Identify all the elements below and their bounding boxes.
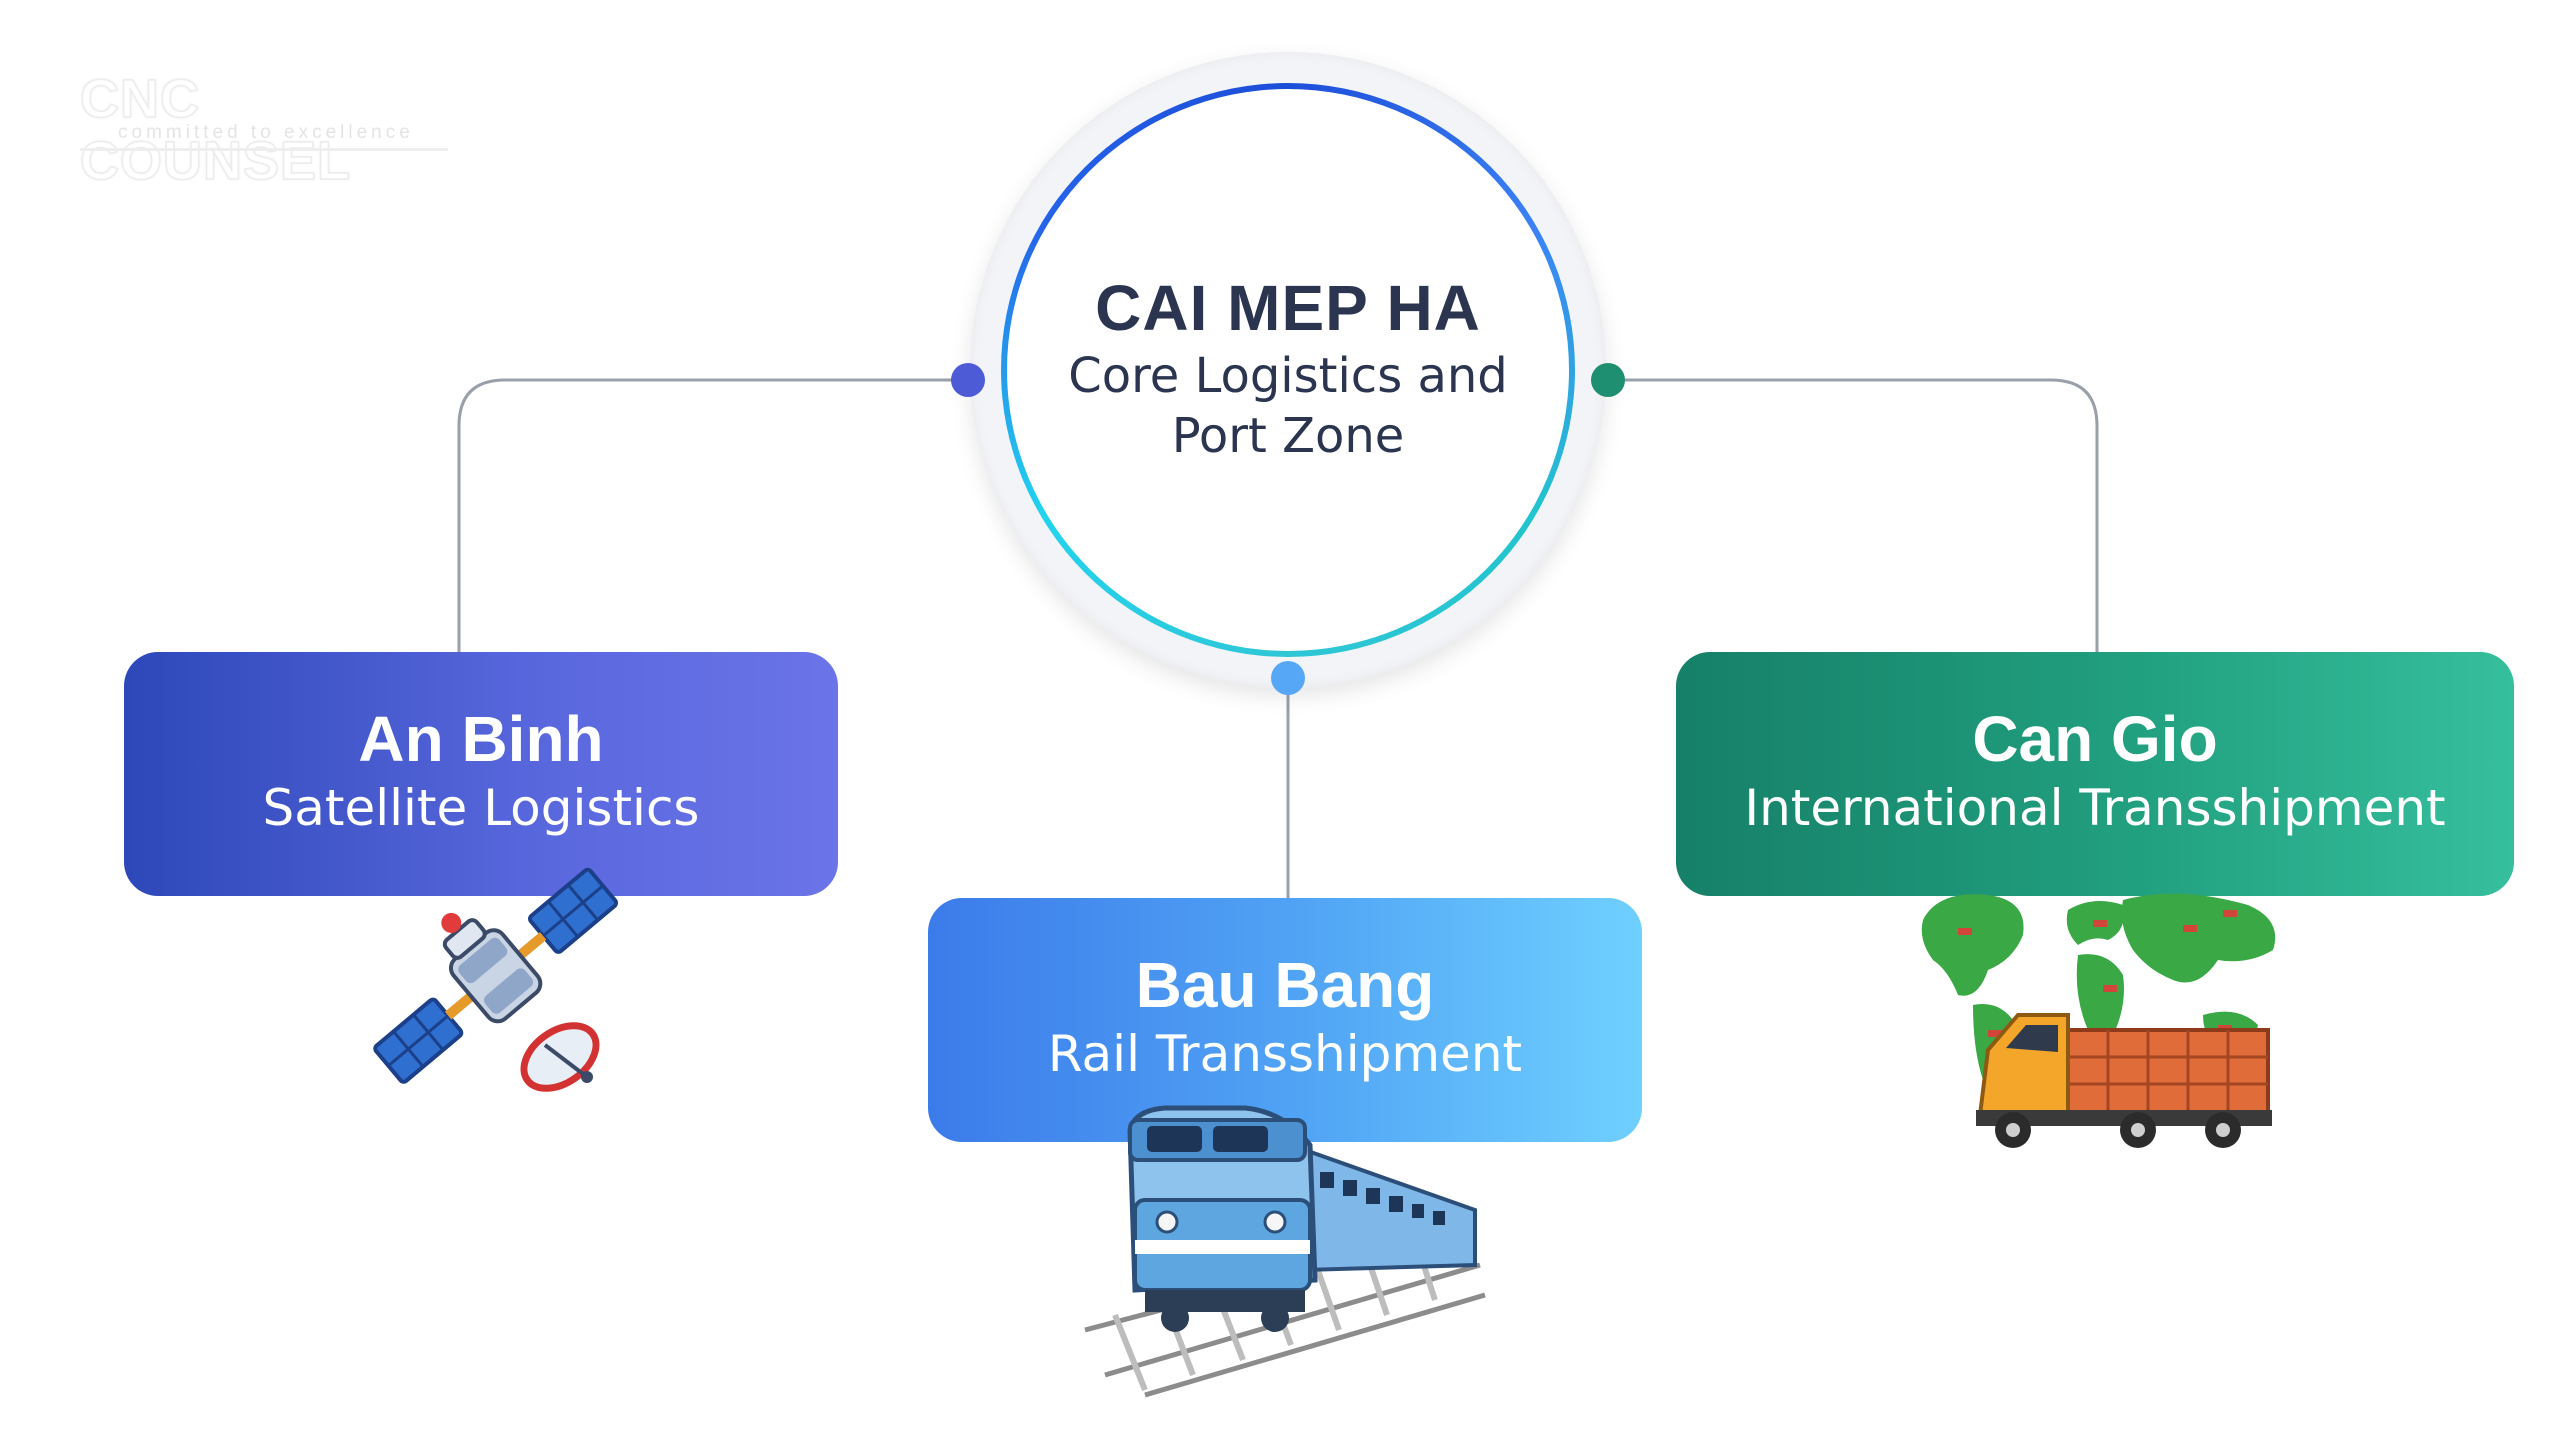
- truck-world-map-icon: [1921, 893, 2276, 1148]
- watermark-underline: [80, 148, 448, 151]
- node-card-an-binh: An Binh Satellite Logistics: [124, 652, 838, 896]
- watermark-brand: CNC COUNSEL: [79, 68, 352, 192]
- satellite-icon: [373, 867, 619, 1092]
- center-hub-label: CAI MEP HA Core Logistics and Port Zone: [1007, 270, 1569, 466]
- center-title: CAI MEP HA: [1095, 272, 1481, 344]
- connector-left: [457, 378, 968, 652]
- node-title: Can Gio: [1972, 703, 2218, 775]
- node-subtitle: Satellite Logistics: [262, 779, 700, 837]
- node-card-can-gio: Can Gio International Transshipment: [1676, 652, 2514, 896]
- center-subtitle-line2: Port Zone: [1171, 408, 1405, 464]
- node-subtitle: Rail Transshipment: [1047, 1025, 1523, 1083]
- connector-right: [1608, 378, 2099, 652]
- node-title: An Binh: [358, 703, 604, 775]
- center-subtitle-line1: Core Logistics and: [1068, 348, 1508, 404]
- node-title: Bau Bang: [1135, 949, 1435, 1021]
- center-hub: [1007, 89, 1569, 651]
- train-icon: [1084, 1105, 1486, 1398]
- node-card-bau-bang: Bau Bang Rail Transshipment: [928, 898, 1642, 1142]
- watermark-tagline: committed to excellence: [118, 122, 414, 143]
- node-subtitle: International Transshipment: [1744, 779, 2446, 837]
- watermark-logo: CNC COUNSEL committed to excellence: [79, 68, 450, 192]
